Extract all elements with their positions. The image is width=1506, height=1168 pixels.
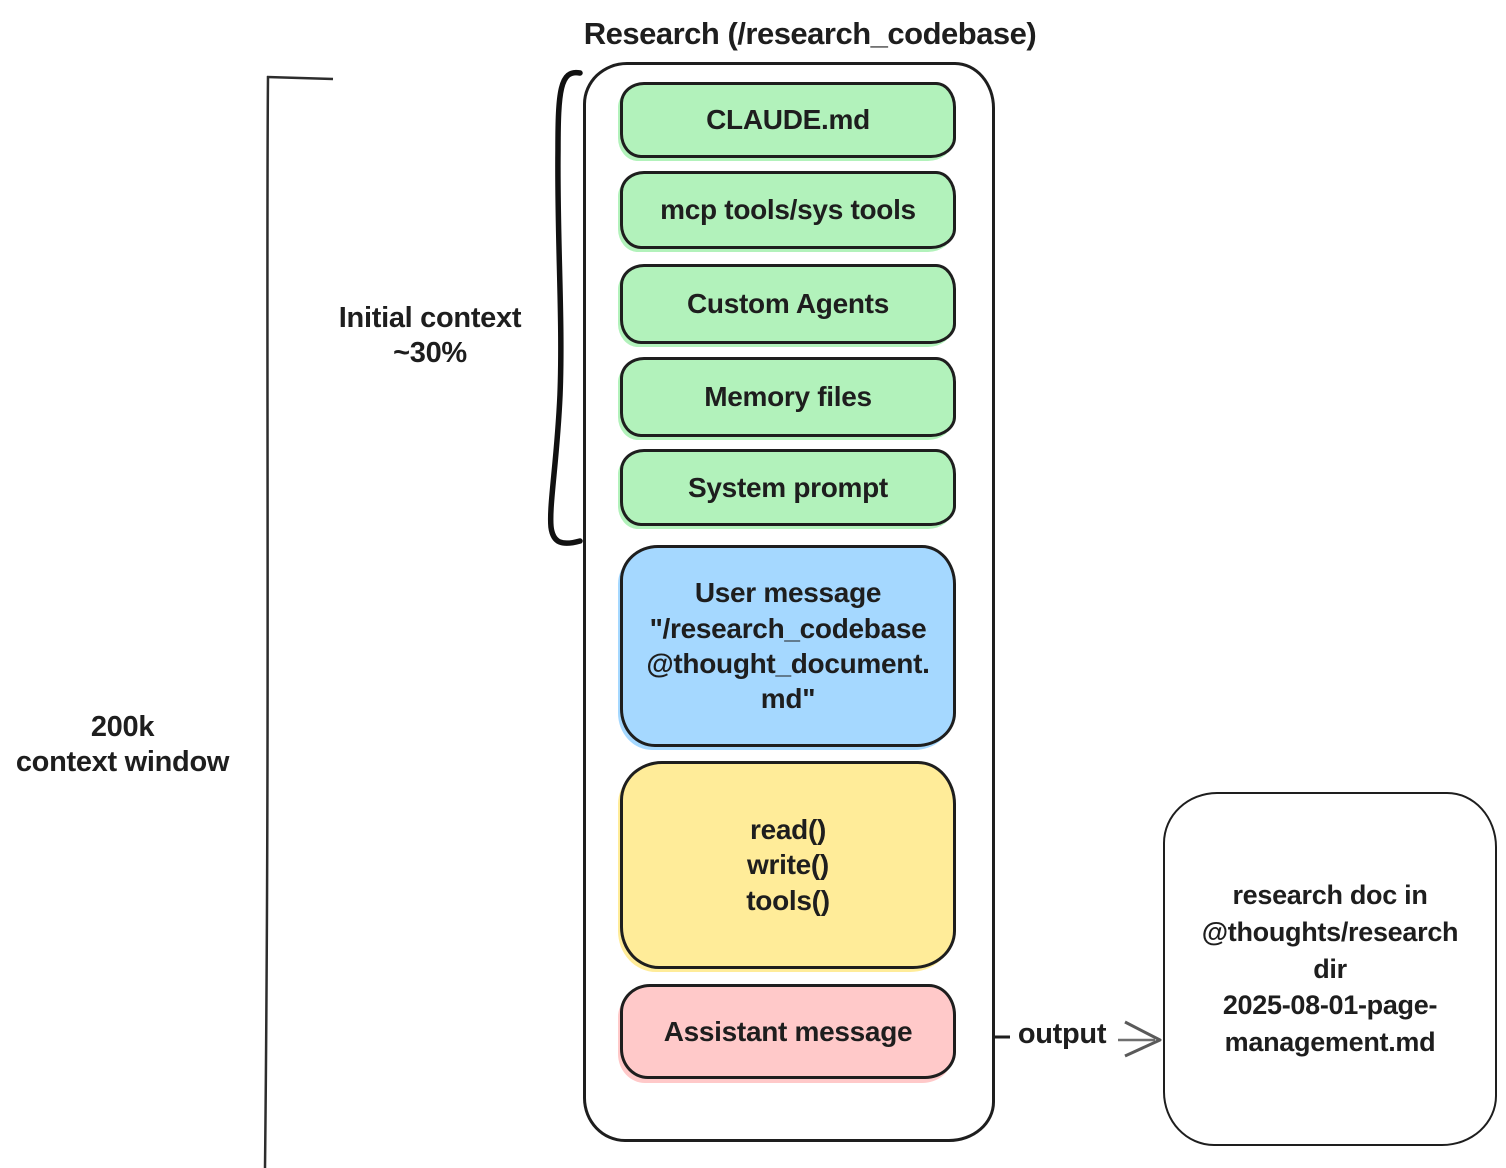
- output-research-doc-box: research doc in @thoughts/research dir 2…: [1163, 792, 1497, 1146]
- context-window-axis-tick: [266, 75, 334, 81]
- output-doc-line5: management.md: [1224, 1027, 1436, 1058]
- output-doc-line2: @thoughts/research: [1201, 916, 1459, 947]
- context-window-label: 200k context window: [0, 710, 245, 781]
- tool-call-tools: tools(): [746, 884, 830, 916]
- stack-item-claude-md: CLAUDE.md: [620, 82, 956, 158]
- initial-context-label: Initial context ~30%: [300, 301, 560, 372]
- output-doc-line4: 2025-08-01-page-: [1222, 990, 1438, 1021]
- stack-item-tool-calls: read() write() tools(): [620, 761, 956, 969]
- stack-item-mcp-sys-tools: mcp tools/sys tools: [620, 171, 956, 249]
- context-window-axis-line: [263, 75, 270, 1168]
- stack-item-system-prompt-label: System prompt: [688, 471, 888, 503]
- assistant-message-label: Assistant message: [663, 1015, 913, 1047]
- stack-item-user-message: User message "/research_codebase @though…: [620, 545, 956, 747]
- stack-item-assistant-message: Assistant message: [620, 984, 956, 1079]
- user-message-line1: User message: [694, 577, 882, 609]
- tool-call-read: read(): [750, 814, 826, 846]
- output-doc-line3: dir: [1313, 953, 1347, 984]
- stack-item-memory-files-label: Memory files: [704, 381, 872, 413]
- stack-item-claude-md-label: CLAUDE.md: [706, 104, 870, 136]
- stack-item-custom-agents-label: Custom Agents: [687, 288, 889, 320]
- diagram-title: Research (/research_codebase): [583, 16, 1037, 51]
- initial-context-label-line2: ~30%: [393, 337, 467, 370]
- user-message-line2: "/research_codebase: [649, 612, 927, 644]
- user-message-line3: @thought_document.: [646, 648, 930, 679]
- stack-item-custom-agents: Custom Agents: [620, 264, 956, 344]
- tool-call-write: write(): [747, 849, 829, 881]
- context-window-label-line1: 200k: [90, 711, 155, 743]
- initial-context-label-line1: Initial context: [338, 302, 522, 334]
- stack-item-memory-files: Memory files: [620, 357, 956, 437]
- user-message-line4: md": [760, 683, 816, 715]
- context-window-label-line2: context window: [15, 746, 230, 779]
- stack-item-mcp-sys-tools-label: mcp tools/sys tools: [660, 194, 916, 226]
- output-arrow-label: output: [1017, 1018, 1107, 1050]
- output-arrowhead-chevron: [1124, 1020, 1162, 1058]
- stack-item-system-prompt: System prompt: [620, 449, 956, 526]
- output-doc-line1: research doc in: [1232, 880, 1428, 911]
